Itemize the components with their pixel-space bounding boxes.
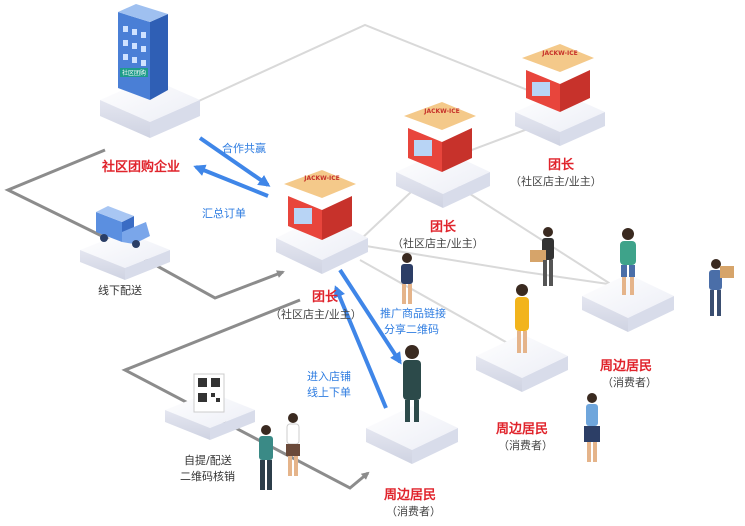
truck-node xyxy=(80,206,170,280)
cooperate-label: 合作共赢 xyxy=(222,142,266,155)
leader-title-top: 团长 xyxy=(548,158,575,173)
building-sign: 社区团购 xyxy=(122,69,146,77)
qr-code-icon xyxy=(193,373,225,413)
resident-role-bottom: （消费者） xyxy=(386,505,441,518)
person-icon xyxy=(620,228,636,295)
resident-platform-middle xyxy=(476,334,568,392)
enterprise-node: 社区团购 xyxy=(100,4,200,138)
person-icon xyxy=(401,253,413,304)
resident-role-right: （消费者） xyxy=(602,376,657,389)
person-icon xyxy=(515,284,529,353)
promote-label-line2: 分享二维码 xyxy=(384,323,439,336)
leader-role-top: （社区店主/业主） xyxy=(510,175,602,188)
promote-arrow xyxy=(338,268,402,365)
store-icon: JACKW-ICE xyxy=(522,44,594,112)
person-icon xyxy=(286,413,300,476)
resident-role-middle: （消费者） xyxy=(498,439,553,452)
office-building-icon: 社区团购 xyxy=(118,4,168,100)
enterprise-label: 社区团购企业 xyxy=(102,160,181,175)
store-sign: JACKW-ICE xyxy=(541,50,578,57)
person-icon xyxy=(403,345,421,422)
blue-flow-arrows xyxy=(193,136,402,409)
leader-title-main: 团长 xyxy=(312,290,339,305)
store-sign: JACKW-ICE xyxy=(303,175,340,182)
leader-title-middle: 团长 xyxy=(430,220,457,235)
pickup-label-line2: 二维码核销 xyxy=(180,470,235,483)
enter-store-label-line1: 进入店铺 xyxy=(307,370,351,383)
leader-role-middle: （社区店主/业主） xyxy=(392,237,484,250)
resident-title-bottom: 周边居民 xyxy=(384,488,437,503)
person-icon xyxy=(259,425,273,490)
store-node-top: JACKW-ICE xyxy=(515,44,605,146)
cooperate-arrow xyxy=(198,136,271,187)
resident-platform-right xyxy=(582,274,674,332)
store-node-middle: JACKW-ICE xyxy=(396,102,490,208)
delivery-truck-icon xyxy=(96,206,150,248)
person-icon xyxy=(530,227,554,286)
person-icon xyxy=(584,393,600,462)
promote-label-line1: 推广商品链接 xyxy=(380,307,446,320)
resident-platform-bottom xyxy=(366,406,458,464)
pickup-label-line1: 自提/配送 xyxy=(184,454,232,467)
enter-store-arrow xyxy=(333,285,388,409)
offline-delivery-label: 线下配送 xyxy=(98,284,142,297)
qr-code-node xyxy=(165,373,255,440)
store-node-main: JACKW-ICE xyxy=(276,170,368,274)
store-icon: JACKW-ICE xyxy=(404,102,476,172)
store-sign: JACKW-ICE xyxy=(423,108,460,115)
person-icon xyxy=(709,259,734,316)
summary-order-label: 汇总订单 xyxy=(202,207,246,220)
leader-role-main: （社区店主/业主） xyxy=(270,308,362,321)
store-icon: JACKW-ICE xyxy=(284,170,356,240)
resident-title-right: 周边居民 xyxy=(600,359,653,374)
enter-store-label-line2: 线上下单 xyxy=(307,386,351,399)
summary-order-arrow xyxy=(193,164,269,198)
resident-title-middle: 周边居民 xyxy=(496,422,549,437)
